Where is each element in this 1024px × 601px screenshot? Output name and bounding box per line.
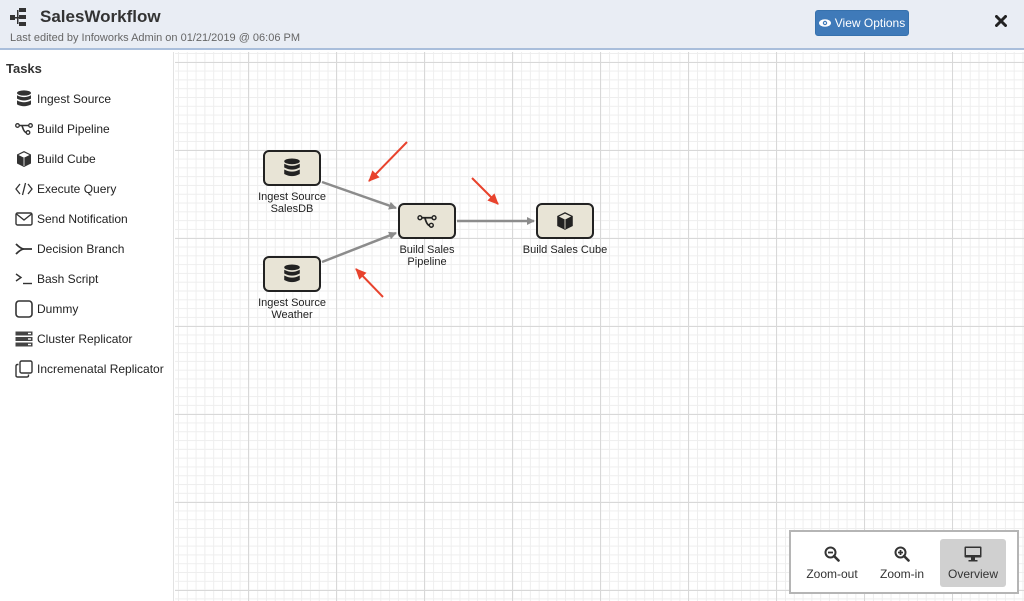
overview-button[interactable]: Overview — [940, 539, 1006, 587]
zoom-in-button[interactable]: Zoom-in — [869, 539, 935, 587]
task-build-pipeline[interactable]: Build Pipeline — [14, 118, 172, 140]
annotation-arrow — [471, 177, 499, 205]
server-icon — [14, 329, 34, 349]
node-build-sales-pipeline[interactable] — [398, 203, 456, 239]
task-incremental-replicator[interactable]: Incremenatal Replicator — [14, 358, 172, 380]
task-label: Build Pipeline — [37, 122, 110, 136]
square-icon — [14, 299, 34, 319]
pipeline-icon — [417, 214, 437, 228]
node-label-line: Build Sales Cube — [522, 244, 608, 256]
annotation-arrow — [368, 141, 408, 182]
node-label-line: Build Sales — [399, 244, 455, 256]
node-label-weather: Ingest Source Weather — [232, 297, 352, 321]
zoom-out-icon — [824, 546, 840, 562]
node-label-line: SalesDB — [270, 203, 314, 215]
task-bash-script[interactable]: Bash Script — [14, 268, 172, 290]
node-build-sales-cube[interactable] — [536, 203, 594, 239]
tasks-heading: Tasks — [6, 61, 42, 76]
workflow-title: SalesWorkflow — [40, 7, 161, 26]
code-icon — [14, 179, 34, 199]
task-label: Incremenatal Replicator — [37, 362, 164, 376]
monitor-icon — [964, 546, 982, 561]
workflow-tree-icon — [10, 8, 26, 26]
task-dummy[interactable]: Dummy — [14, 298, 172, 320]
node-label-line: Ingest Source — [258, 297, 326, 309]
task-label: Ingest Source — [37, 92, 112, 106]
workflow-canvas[interactable]: Ingest Source SalesDB Ingest Source Weat… — [175, 52, 1024, 601]
header-bar: SalesWorkflow Last edited by Infoworks A… — [0, 0, 1024, 50]
zoom-in-icon — [894, 546, 910, 562]
tasks-sidebar: Tasks Ingest Source Build Pipeline Build… — [0, 52, 174, 601]
view-options-label: View Options — [834, 16, 906, 30]
task-ingest-source[interactable]: Ingest Source — [14, 88, 172, 110]
task-label: Send Notification — [37, 212, 128, 226]
database-icon — [14, 89, 34, 109]
pipeline-icon — [14, 119, 34, 139]
task-decision-branch[interactable]: Decision Branch — [14, 238, 172, 260]
zoom-in-label: Zoom-in — [879, 566, 924, 581]
overview-label: Overview — [947, 566, 998, 581]
cube-icon — [557, 212, 573, 230]
task-send-notification[interactable]: Send Notification — [14, 208, 172, 230]
branch-icon — [14, 239, 34, 259]
node-ingest-source-salesdb[interactable] — [263, 150, 321, 186]
node-ingest-source-weather[interactable] — [263, 256, 321, 292]
task-label: Build Cube — [37, 152, 96, 166]
terminal-icon — [14, 269, 34, 289]
view-options-button[interactable]: View Options — [815, 10, 909, 36]
close-button[interactable] — [993, 13, 1009, 31]
task-execute-query[interactable]: Execute Query — [14, 178, 172, 200]
eye-icon — [818, 19, 831, 27]
database-icon — [284, 158, 300, 177]
node-label-salesdb: Ingest Source SalesDB — [232, 191, 352, 215]
task-label: Bash Script — [37, 272, 99, 286]
task-label: Execute Query — [37, 182, 117, 196]
close-icon — [995, 15, 1007, 27]
task-build-cube[interactable]: Build Cube — [14, 148, 172, 170]
node-label-line: Weather — [271, 309, 313, 321]
last-edited-info: Last edited by Infoworks Admin on 01/21/… — [10, 32, 301, 44]
zoom-out-label: Zoom-out — [806, 566, 858, 581]
node-label-line: Pipeline — [407, 256, 447, 268]
annotation-arrow — [355, 268, 384, 298]
node-label-cube: Build Sales Cube — [505, 244, 625, 256]
task-cluster-replicator[interactable]: Cluster Replicator — [14, 328, 172, 350]
node-label-line: Ingest Source — [258, 191, 326, 203]
node-label-pipeline: Build Sales Pipeline — [367, 244, 487, 268]
task-label: Dummy — [37, 302, 79, 316]
database-icon — [284, 264, 300, 283]
copy-icon — [14, 359, 34, 379]
cube-icon — [14, 149, 34, 169]
zoom-out-button[interactable]: Zoom-out — [799, 539, 865, 587]
edges-layer — [321, 141, 535, 298]
task-label: Cluster Replicator — [37, 332, 133, 346]
zoom-controls: Zoom-out Zoom-in Overview — [789, 530, 1019, 594]
task-label: Decision Branch — [37, 242, 125, 256]
envelope-icon — [14, 209, 34, 229]
